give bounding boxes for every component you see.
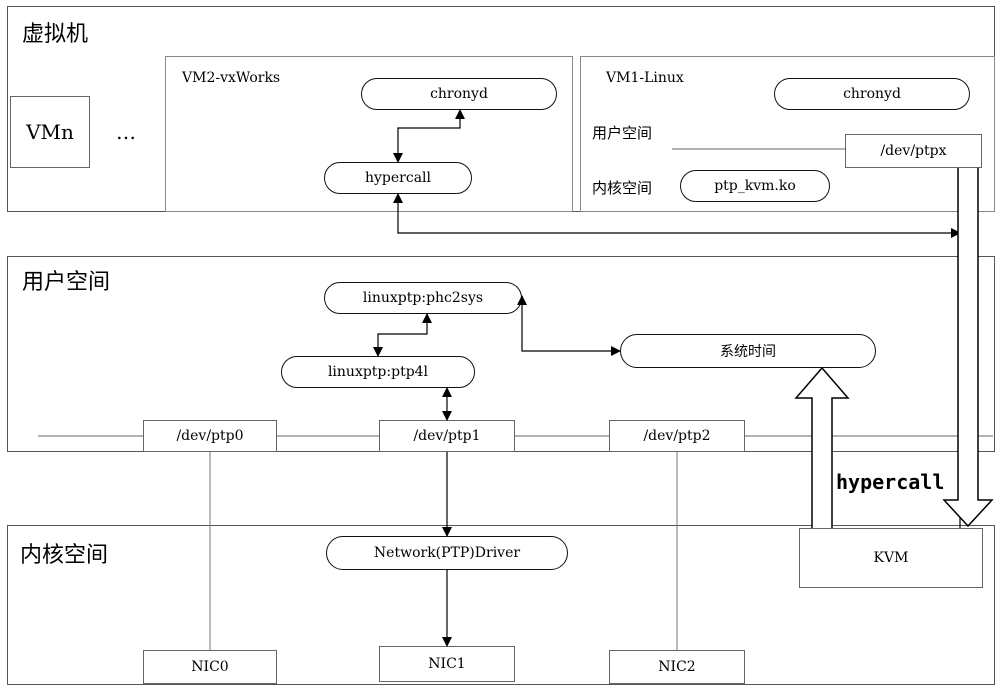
vm1-ptpx: /dev/ptpx [845,134,982,168]
phc2sys: linuxptp:phc2sys [324,282,522,314]
network-ptp-driver: Network(PTP)Driver [326,536,568,570]
vmn-label: VMn [26,120,74,144]
kvm-box: KVM [799,528,983,588]
dev-ptp2-label: /dev/ptp2 [643,428,711,444]
vm2-chronyd-label: chronyd [430,86,488,102]
system-time: 系统时间 [620,334,876,368]
vm1-title: VM1-Linux [606,70,684,86]
nic0-label: NIC0 [191,659,229,675]
phc2sys-ptp4l-link [373,313,432,357]
vm1-chronyd: chronyd [774,78,970,110]
kvm-label: KVM [873,550,909,566]
vm-ellipsis: … [116,120,136,144]
nic2: NIC2 [609,650,745,684]
vm2-title: VM2-vxWorks [182,70,281,86]
ptp4l: linuxptp:ptp4l [281,356,475,388]
vm2-hypercall-kvm-link [393,193,961,238]
phc2sys-label: linuxptp:phc2sys [362,290,484,306]
user-space-title: 用户空间 [22,270,111,295]
vm2-chronyd-hypercall-link [393,109,465,163]
dev-ptp0: /dev/ptp0 [143,420,277,452]
network-ptp-driver-label: Network(PTP)Driver [373,545,521,561]
vm1-ptp-kvm-label: ptp_kvm.ko [714,178,796,194]
system-time-label: 系统时间 [720,344,776,360]
dev-ptp1-label: /dev/ptp1 [413,428,481,444]
nic0: NIC0 [143,650,277,684]
nic1-label: NIC1 [428,656,466,672]
phc2sys-systime-link [517,295,621,356]
ptp4l-label: linuxptp:ptp4l [327,364,429,380]
vm-section-title: 虚拟机 [22,22,89,47]
dev-ptp1: /dev/ptp1 [379,420,515,452]
kvm-systime-hollow-arrow [794,366,850,528]
vm2-hypercall-label: hypercall [364,170,431,186]
dev-ptp2: /dev/ptp2 [609,420,745,452]
nic1: NIC1 [379,646,515,682]
vmn-box: VMn [10,96,90,168]
vm1-ptpx-label: /dev/ptpx [880,143,947,159]
vm1-user-space-label: 用户空间 [592,124,653,142]
ptpx-kvm-hollow-arrow [942,168,994,528]
vm1-chronyd-label: chronyd [843,86,901,102]
dev-ptp0-label: /dev/ptp0 [176,428,244,444]
kernel-space-title: 内核空间 [20,543,109,568]
vm1-kernel-space-label: 内核空间 [592,179,653,197]
hypercall-arrow-label: hypercall [836,470,945,494]
nic2-label: NIC2 [658,659,696,675]
